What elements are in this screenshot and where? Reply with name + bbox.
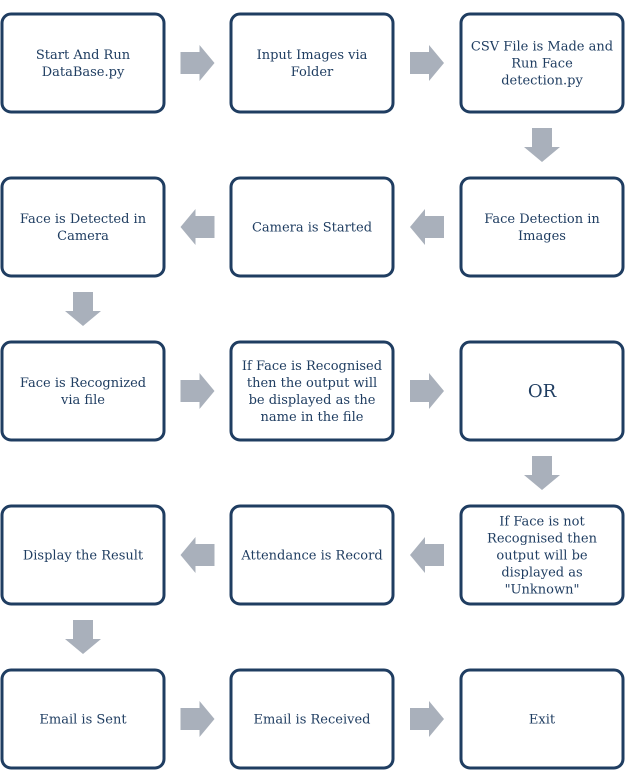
node-label: Display the Result — [23, 549, 144, 564]
node-box — [459, 12, 625, 114]
node-label-line: then the output will — [247, 376, 377, 391]
node-box — [0, 504, 166, 606]
node-label: Exit — [529, 713, 556, 728]
node-face-detection-images: Face Detection in Images — [459, 176, 625, 278]
node-label-line: Display the Result — [23, 549, 144, 564]
arrow-right-icon — [180, 45, 215, 81]
node-label: Attendance is Record — [240, 549, 382, 564]
node-label-line: Email is Received — [254, 713, 371, 728]
node-label-line: output will be — [496, 549, 588, 564]
arrow-right-icon — [410, 45, 444, 81]
node-label-line: Camera is Started — [252, 221, 372, 236]
node-label-line: displayed as — [501, 566, 582, 581]
node-label-line: name in the file — [261, 410, 364, 425]
node-label-line: Camera — [57, 229, 109, 244]
node-label-line: OR — [528, 381, 557, 402]
node-box — [229, 176, 395, 278]
node-label: OR — [528, 381, 557, 402]
node-label-line: Face is Detected in — [20, 212, 147, 227]
node-box — [229, 668, 395, 770]
node-exit: Exit — [459, 668, 625, 770]
node-label: Face Detection in Images — [484, 212, 600, 244]
node-label-line: Images — [518, 229, 566, 244]
node-label-line: If Face is not — [499, 515, 585, 530]
node-label-line: Input Images via — [257, 48, 368, 63]
node-label: Email is Received — [254, 713, 371, 728]
arrow-right-icon — [180, 701, 215, 737]
node-label-line: Attendance is Record — [240, 549, 382, 564]
node-box — [0, 12, 166, 114]
node-label-line: CSV File is Made and — [471, 40, 613, 55]
arrow-left-icon — [180, 537, 215, 573]
node-box — [459, 340, 625, 442]
node-attendance-record: Attendance is Record — [229, 504, 395, 606]
node-box — [229, 504, 395, 606]
node-camera-started: Camera is Started — [229, 176, 395, 278]
node-label-line: detection.py — [501, 74, 583, 89]
node-label-line: be displayed as the — [249, 393, 376, 408]
node-label: Face is Detected in Camera — [20, 212, 147, 244]
arrow-left-icon — [410, 537, 444, 573]
node-face-detected-camera: Face is Detected in Camera — [0, 176, 166, 278]
node-box — [0, 668, 166, 770]
node-box — [229, 12, 395, 114]
node-label-line: Run Face — [511, 57, 573, 72]
arrow-right-icon — [410, 701, 444, 737]
arrow-left-icon — [410, 209, 444, 245]
node-or: OR — [459, 340, 625, 442]
node-face-recognized: Face is Recognized via file — [0, 340, 166, 442]
node-label-line: Exit — [529, 713, 556, 728]
node-box — [0, 176, 166, 278]
node-label-line: Email is Sent — [39, 713, 127, 728]
arrows-layer — [65, 45, 560, 737]
node-if-recognised: If Face is Recognised then the output wil… — [229, 340, 395, 442]
arrow-right-icon — [410, 373, 444, 409]
node-email-received: Email is Received — [229, 668, 395, 770]
node-display-result: Display the Result — [0, 504, 166, 606]
arrow-down-icon — [524, 128, 560, 162]
node-box — [459, 668, 625, 770]
arrow-left-icon — [180, 209, 215, 245]
node-box — [229, 340, 395, 442]
node-label: If Face is Recognised then the output wil… — [242, 359, 382, 425]
arrow-down-icon — [65, 620, 101, 654]
node-email-sent: Email is Sent — [0, 668, 166, 770]
node-label-line: Face Detection in — [484, 212, 600, 227]
arrow-right-icon — [180, 373, 215, 409]
node-label-line: "Unknown" — [505, 583, 580, 598]
node-label: Camera is Started — [252, 221, 372, 236]
node-label-line: If Face is Recognised — [242, 359, 382, 374]
arrow-down-icon — [524, 456, 560, 490]
node-box — [459, 504, 625, 606]
node-label-line: Recognised then — [487, 532, 598, 547]
node-label-line: DataBase.py — [42, 65, 125, 80]
node-label: Face is Recognized via file — [20, 376, 146, 408]
node-box — [0, 340, 166, 442]
arrow-down-icon — [65, 292, 101, 326]
node-label-line: Face is Recognized — [20, 376, 146, 391]
node-label-line: Start And Run — [36, 48, 131, 63]
node-label-line: via file — [60, 393, 105, 408]
node-label-line: Folder — [291, 65, 334, 80]
node-box — [459, 176, 625, 278]
node-label: Email is Sent — [39, 713, 127, 728]
